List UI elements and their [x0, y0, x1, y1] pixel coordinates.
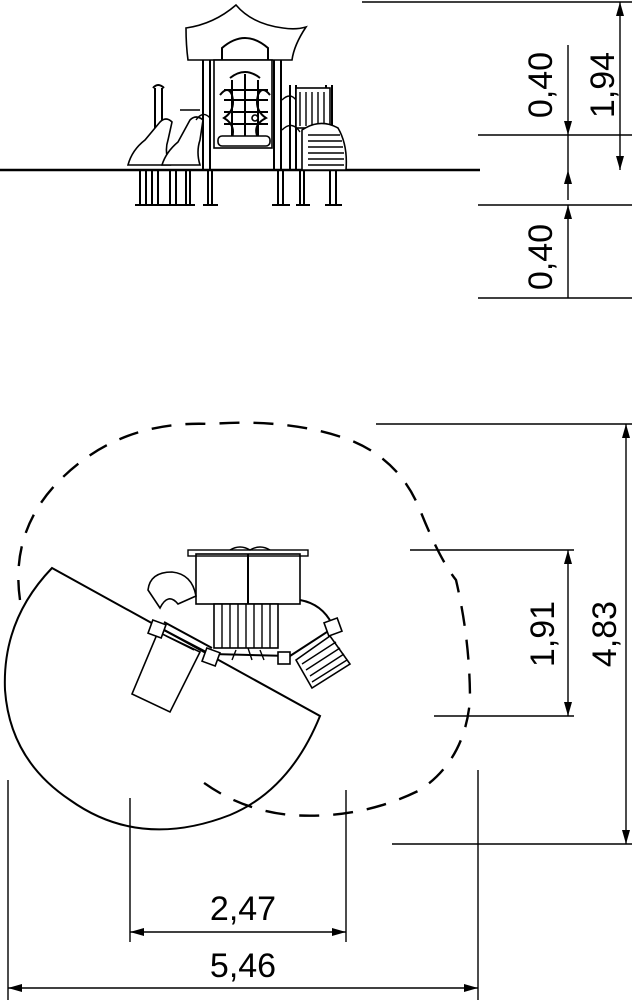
handle: [251, 114, 259, 122]
left-post-cap: [152, 84, 165, 89]
tower-roof: [185, 3, 308, 61]
dim-label-elevation-height: 1,94: [584, 52, 622, 118]
dim-label-plan-width-equipment: 2,47: [210, 890, 276, 928]
elevation-details: [180, 95, 301, 133]
plan-posts: [147, 617, 343, 667]
safety-zone-outline: [17, 421, 472, 817]
slide-runout-zone: [3, 566, 322, 831]
roof-edge: [187, 549, 309, 557]
dim-label-platform-height: 0,40: [522, 52, 560, 118]
stair-steps: [308, 134, 344, 166]
roof-arch: [221, 37, 269, 60]
plan-curved-slide: [147, 571, 197, 610]
dim-label-plan-width-total: 5,46: [210, 947, 276, 985]
right-wall-panel: [295, 87, 331, 129]
bench: [217, 135, 271, 147]
plan-roof-details: [229, 546, 271, 551]
dim-label-plan-depth-equipment: 1,91: [524, 601, 562, 667]
tower-panel: [213, 59, 273, 149]
elevation-view: [0, 3, 480, 206]
right-slide: [160, 116, 204, 166]
plan-view: [3, 421, 472, 831]
plan-stairs: [294, 634, 352, 690]
plan-wall-left: [159, 621, 213, 655]
plan-dimensions: [7, 423, 632, 1000]
foundation-posts: [135, 170, 342, 206]
dim-label-foundation-depth: 0,40: [522, 224, 560, 290]
elevation-dimensions: [362, 1, 632, 299]
plan-details: [231, 647, 265, 661]
dim-label-plan-depth-total: 4,83: [586, 601, 624, 667]
right-wall-lines: [299, 92, 325, 126]
